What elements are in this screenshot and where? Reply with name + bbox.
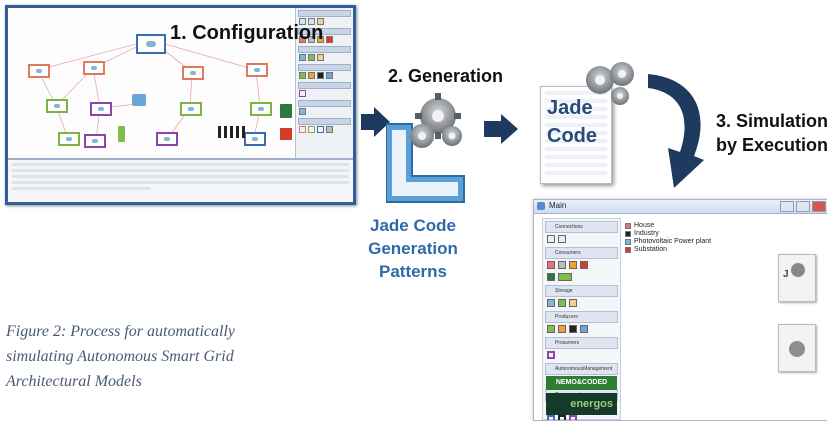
step-configuration-label: 1. Configuration [170, 22, 324, 44]
palette-section-connections[interactable]: Connections [545, 221, 618, 233]
simulation-line: 3. Simulation [716, 111, 827, 131]
jade-code-document: Jade Code [540, 86, 612, 184]
model-node[interactable] [156, 132, 178, 146]
app-icon [537, 202, 545, 210]
curved-arrow-icon [648, 74, 704, 188]
factory-icon [218, 126, 248, 138]
figure-caption: Figure 2: Process for automatically simu… [6, 319, 336, 394]
jade-file-icon[interactable]: J [778, 254, 816, 302]
patterns-line: Generation [368, 239, 458, 258]
close-button[interactable] [812, 201, 826, 212]
tree-item-label: Photovoltaic Power plant [634, 238, 712, 245]
configuration-screenshot [5, 5, 356, 205]
step-simulation-label: 3. Simulation by Execution [716, 109, 827, 157]
energos-logo: energos [546, 393, 617, 415]
gears-file-icon[interactable] [778, 324, 816, 372]
tree-item[interactable]: House [625, 222, 711, 230]
house-icon [280, 128, 292, 140]
model-node[interactable] [180, 102, 202, 116]
gears-icon [586, 62, 634, 105]
model-node[interactable] [244, 132, 266, 146]
jade-doc-line: Jade [547, 97, 593, 119]
model-tree: House Industry Photovoltaic Power plant … [625, 222, 711, 254]
tree-item[interactable]: Photovoltaic Power plant [625, 238, 711, 246]
arrow-shaft [361, 114, 375, 130]
step-generation-label: 2. Generation [388, 66, 504, 86]
model-node[interactable] [182, 66, 204, 80]
model-node[interactable] [58, 132, 80, 146]
palette-panel [295, 8, 353, 158]
right-arrow-icon [501, 114, 518, 144]
minimize-button[interactable] [780, 201, 794, 212]
arrow-shaft [484, 121, 502, 137]
caption-line: Figure 2: Process for automatically [6, 323, 235, 340]
model-canvas [8, 8, 298, 158]
model-node[interactable] [84, 134, 106, 148]
tree-item[interactable]: Substation [625, 246, 711, 254]
prosumer-icon [280, 104, 292, 118]
palette-section-autonomous-management[interactable]: AutonomousManagement [545, 363, 618, 375]
model-node[interactable] [90, 102, 112, 116]
simulation-window: Main Connections Consumers Storage Produ… [533, 199, 827, 421]
jade-doc-line: Code [547, 125, 597, 147]
battery-icon [118, 126, 125, 142]
model-node[interactable] [83, 61, 105, 75]
computer-icon [132, 94, 146, 106]
model-node[interactable] [246, 63, 268, 77]
nemo-coded-logo: NEMO&CODED [546, 376, 617, 390]
palette-section-prosumers[interactable]: Prosumers [545, 337, 618, 349]
tree-item-label: Industry [634, 230, 659, 237]
tree-item[interactable]: Industry [625, 230, 711, 238]
patterns-line: Jade Code [370, 216, 456, 235]
patterns-line: Patterns [378, 262, 448, 281]
properties-panel [8, 158, 353, 202]
window-title: Main [549, 201, 567, 210]
gears-ruler-icon [386, 93, 465, 203]
tree-item-label: House [634, 222, 655, 229]
caption-line: simulating Autonomous Smart Grid [6, 348, 234, 365]
palette-section-producers[interactable]: Producers [545, 311, 618, 323]
model-node[interactable] [250, 102, 272, 116]
palette-section-storage[interactable]: Storage [545, 285, 618, 297]
palette-section-consumers[interactable]: Consumers [545, 247, 618, 259]
model-node[interactable] [28, 64, 50, 78]
window-titlebar: Main [534, 200, 827, 214]
simulation-line: by Execution [716, 135, 827, 155]
generation-patterns-label: Jade Code Generation Patterns [353, 214, 473, 283]
tree-item-label: Substation [634, 246, 668, 253]
caption-line: Architectural Models [6, 373, 142, 390]
maximize-button[interactable] [796, 201, 810, 212]
root-node[interactable] [136, 34, 166, 54]
model-node[interactable] [46, 99, 68, 113]
